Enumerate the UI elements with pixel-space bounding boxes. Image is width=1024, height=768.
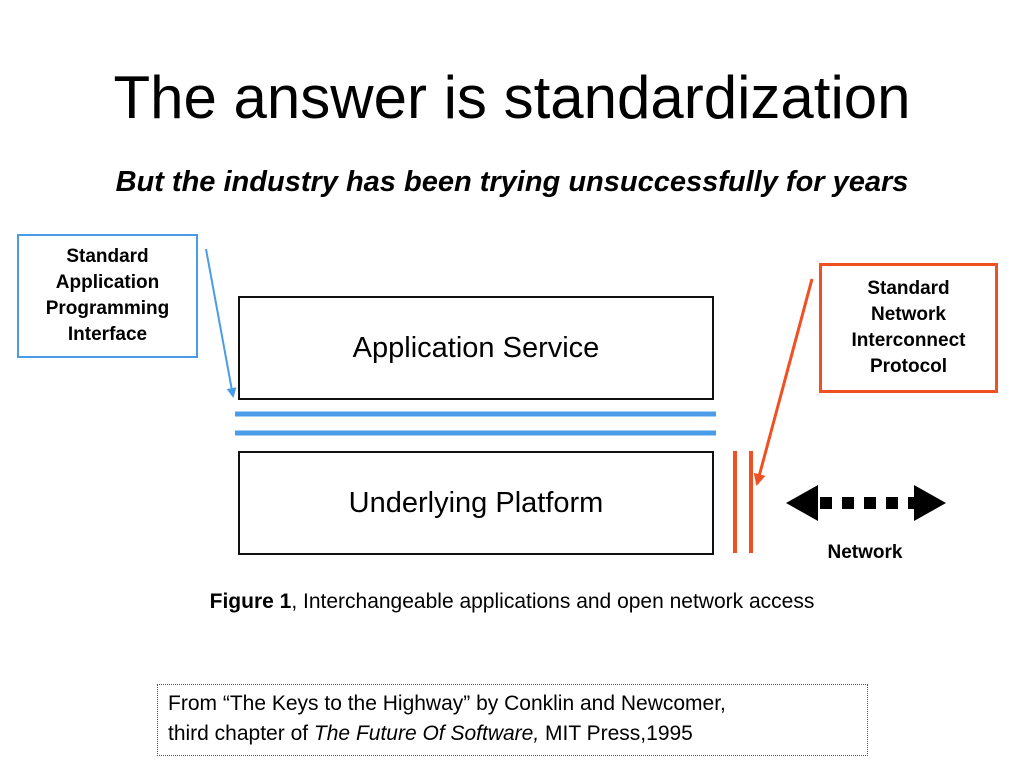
network-callout-line: Interconnect [851,330,966,351]
network-callout-line: Protocol [869,356,948,377]
citation-book-title: The Future Of Software, [313,722,540,745]
citation-box: From “The Keys to the Highway” by Conkli… [157,684,868,756]
api-callout-line: Standard [66,246,149,267]
slide-subtitle: But the industry has been trying unsucce… [115,166,909,198]
figure-caption-text: , Interchangeable applications and open … [291,590,815,613]
api-pointer-arrow [205,248,237,398]
network-double-arrow-icon [786,485,946,521]
api-callout-line: Application [55,272,160,293]
network-callout-line: Network [871,304,946,325]
network-callout-line: Standard [867,278,950,299]
api-callout-line: Programming [45,298,170,319]
citation-line-1: From “The Keys to the Highway” by Conkli… [168,692,726,715]
figure-caption: Figure 1, Interchangeable applications a… [0,588,1024,616]
figure-caption-number: Figure 1 [209,590,292,613]
citation-suffix: MIT Press,1995 [539,722,693,745]
network-pointer-arrow [753,278,814,486]
underlying-platform-box: Underlying Platform [238,451,714,555]
api-callout-line: Interface [67,324,148,345]
network-callout-box: Standard Network Interconnect Protocol [819,263,998,393]
application-service-box: Application Service [238,296,714,400]
slide-title: The answer is standardization [113,64,911,131]
api-callout-box: Standard Application Programming Interfa… [17,234,198,358]
citation-line-2: third chapter of The Future Of Software,… [168,719,857,749]
application-service-label: Application Service [352,331,600,364]
citation-prefix: third chapter of [168,722,314,745]
network-label: Network [827,542,903,563]
underlying-platform-label: Underlying Platform [348,486,604,519]
